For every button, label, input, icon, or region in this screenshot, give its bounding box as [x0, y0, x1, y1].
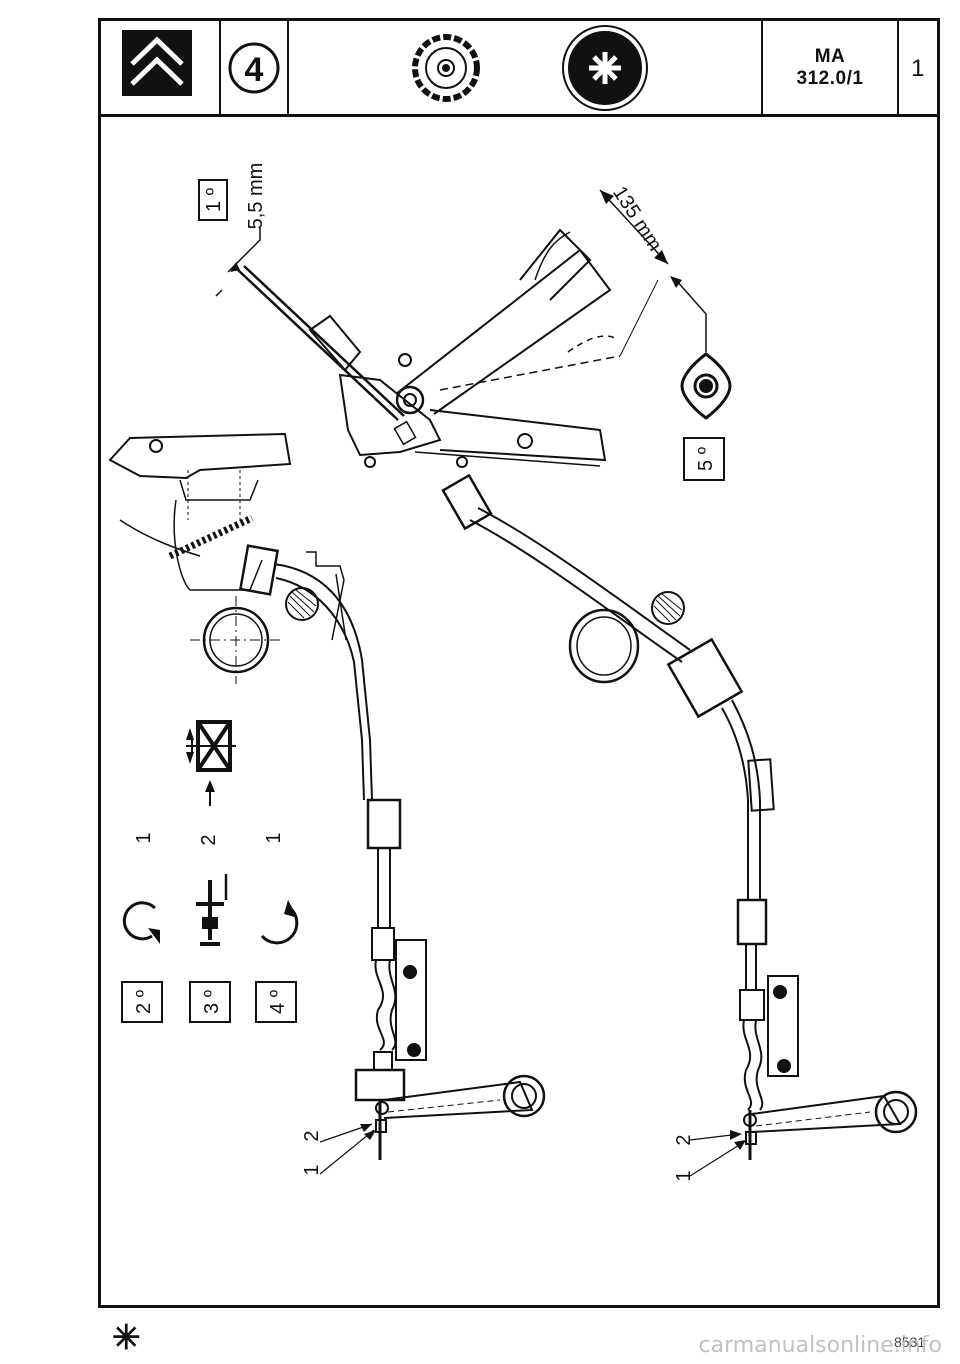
step-1-label: 1 º: [203, 187, 225, 212]
header-page-cell: 1: [899, 21, 937, 114]
header-section-cell: [221, 21, 289, 114]
footer-code: 8531: [894, 1334, 926, 1350]
eye-icon: [680, 352, 732, 420]
step-5-box: [683, 437, 725, 481]
header-reference-cell: MA 312.0/1: [763, 21, 899, 114]
left-shaft-hatch: [287, 589, 317, 619]
reference-line-1: MA: [814, 46, 846, 67]
step-1-box: [198, 179, 228, 221]
step-3-box: [189, 981, 231, 1023]
pedal-travel-dimension: 135 mm: [608, 182, 666, 255]
step-4-label: 4 º: [267, 989, 289, 1014]
sequence-label-3: 1: [263, 832, 285, 843]
adjust-screw-icon: [196, 874, 228, 946]
step-4-box: [255, 981, 297, 1023]
no-adjust-icon: [186, 720, 236, 772]
step-3-label: 3 º: [201, 989, 223, 1014]
clutch-disc-icon: [412, 34, 480, 102]
right-nut-callout: 2: [673, 1134, 695, 1145]
step-5-label: 5 º: [695, 446, 717, 471]
reference-line-2: 312.0/1: [796, 68, 864, 89]
right-shaft-hatch: [653, 593, 683, 623]
gearbox-housing: [108, 432, 292, 591]
header: MA 312.0/1 1: [101, 21, 937, 117]
step-2-label: 2 º: [133, 989, 155, 1014]
left-nut-callout: 2: [301, 1130, 323, 1141]
watermark: carmanualsonline.info: [698, 1333, 942, 1358]
section-number: 4: [245, 51, 264, 89]
right-locknut-callout: 1: [673, 1170, 695, 1181]
rotate-cw-arrow-icon: [260, 900, 299, 945]
header-icons-cell: [289, 21, 763, 114]
step-2-box: [121, 981, 163, 1023]
section-number-badge: 4: [228, 42, 280, 94]
rotate-ccw-arrow-icon: [122, 901, 160, 944]
left-clutch-cable: [238, 544, 546, 1160]
page-number: 1: [911, 55, 925, 82]
left-locknut-callout: 1: [301, 1164, 323, 1175]
sequence-label-1: 1: [133, 832, 155, 843]
citroen-double-chevron-icon: [122, 30, 192, 96]
step-1-dimension: 5,5 mm: [245, 163, 267, 230]
clutch-pressure-plate-icon: [562, 25, 648, 111]
sequence-label-2: 2: [198, 834, 220, 845]
header-logo-cell: [101, 21, 221, 114]
footer-star: ✳: [112, 1319, 141, 1357]
clutch-pedal-assembly: [237, 228, 612, 468]
page-frame: MA 312.0/1 1: [98, 18, 940, 1308]
right-clutch-cable: [441, 473, 918, 1160]
